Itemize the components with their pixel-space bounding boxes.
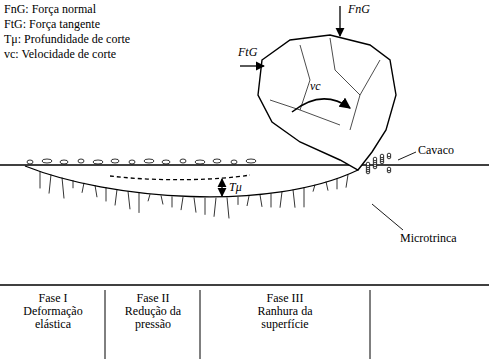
chip: [162, 160, 170, 164]
phase-dividers: [105, 290, 370, 359]
chip: [195, 160, 205, 164]
microcrack: [227, 197, 229, 218]
microcrack: [271, 193, 272, 207]
workpiece: [0, 165, 489, 359]
dashed-line: [110, 175, 250, 180]
symbol-legend: FtG: Força tangente: [4, 18, 100, 31]
chip: [27, 160, 33, 164]
microcrack: [280, 192, 282, 208]
microcrack: [172, 196, 173, 207]
depth-arrow: [221, 179, 222, 196]
microcracks: [40, 171, 348, 218]
microcrack: [40, 171, 41, 188]
phase-label: Fase I Deformação elástica: [15, 292, 91, 331]
microcrack: [49, 175, 51, 194]
chip: [246, 159, 256, 163]
callout-label: FnG: [348, 3, 370, 16]
chip: [111, 159, 119, 163]
workpiece-surface: [0, 164, 489, 165]
microcrack: [304, 187, 305, 207]
microcrack: [326, 182, 328, 191]
chip: [78, 159, 84, 163]
callout-label: FtG: [238, 46, 257, 59]
microcrack: [95, 185, 97, 197]
microcrack: [293, 190, 295, 208]
microcrack: [115, 189, 117, 205]
symbol-legend: FnG: Força normal: [4, 3, 96, 16]
microcrack: [128, 191, 130, 209]
microcrack: [148, 194, 150, 201]
microcrack: [106, 187, 107, 201]
microcrack: [247, 196, 249, 206]
phase-label: Fase II Redução da pressão: [115, 292, 191, 331]
chip: [42, 159, 52, 163]
microcrack: [194, 198, 196, 213]
callout-label: Microtrinca: [400, 232, 457, 245]
normal-force-arrow: [339, 6, 340, 36]
microcrack: [139, 193, 140, 213]
leader-line: [372, 204, 403, 230]
chip: [180, 159, 186, 163]
symbol-legend: vc: Velocidade de corte: [4, 48, 116, 61]
chip: [387, 167, 391, 171]
callout-label: Tμ: [229, 181, 242, 194]
chip: [373, 157, 377, 161]
microcrack: [313, 185, 315, 192]
microcrack: [161, 195, 163, 204]
phase-label: Fase III Ranhura da superfície: [247, 292, 323, 331]
microcrack: [82, 183, 84, 193]
leader-line: [398, 152, 416, 160]
microcrack: [260, 195, 262, 207]
microcrack: [73, 180, 74, 188]
chip: [213, 159, 221, 163]
callout-label: vc: [310, 80, 321, 93]
workpiece-bottom: [0, 284, 489, 285]
microcrack: [181, 197, 183, 210]
microcrack: [337, 178, 338, 189]
grain-cracks: [270, 38, 380, 130]
microcrack: [214, 198, 216, 217]
cut-path: [25, 166, 358, 197]
microcrack: [346, 175, 348, 188]
chip: [231, 160, 237, 164]
velocity-arrow: [292, 99, 350, 112]
microcrack: [62, 177, 64, 198]
chip: [144, 159, 154, 163]
chip: [129, 160, 135, 164]
grain: [258, 35, 396, 170]
symbol-legend: Tμ: Profundidade de corte: [4, 33, 130, 46]
microcrack: [238, 197, 239, 205]
chip: [380, 154, 384, 158]
tangent-force-arrow: [240, 65, 264, 66]
microcrack: [205, 198, 206, 215]
chip: [60, 160, 68, 164]
abrasive-grain: [258, 35, 396, 170]
callout-label: Cavaco: [418, 144, 454, 157]
chip: [93, 160, 103, 164]
chip: [387, 153, 391, 157]
chip: [366, 162, 370, 166]
